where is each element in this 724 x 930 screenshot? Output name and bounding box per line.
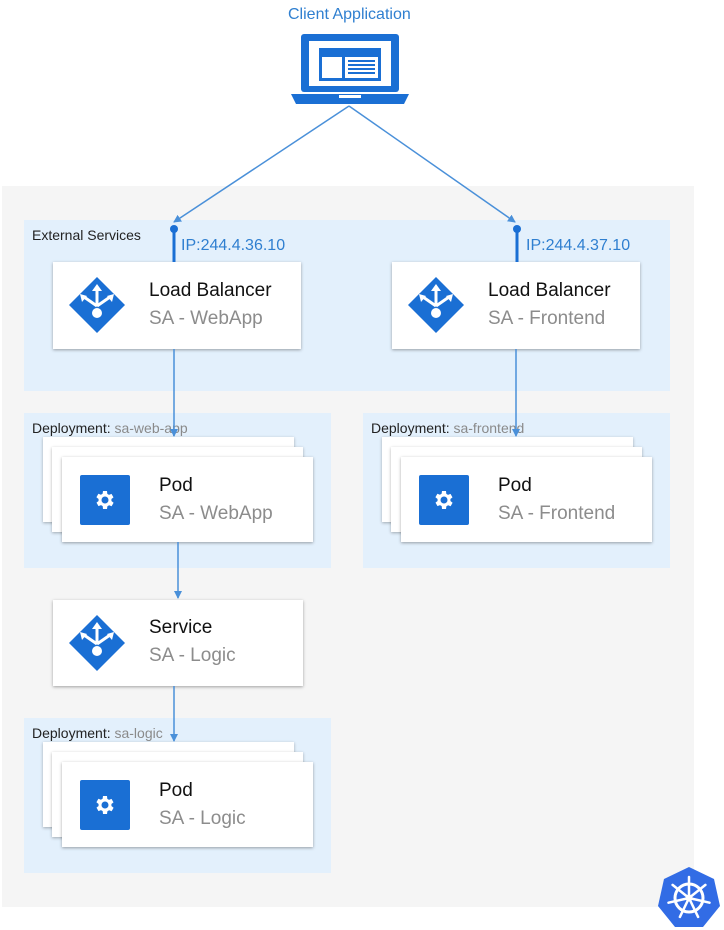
pod-frontend-subtitle: SA - Frontend [498,503,616,524]
pod-frontend-title: Pod [498,475,532,496]
service-logic-title: Service [149,617,213,638]
gear-icon [80,475,130,525]
service-logic-card[interactable]: Service SA - Logic [53,600,303,686]
pod-webapp-title: Pod [159,475,193,496]
ip-endpoint-frontend [513,225,521,262]
deployment-label-logic: Deployment: sa-logic [32,725,163,741]
load-balancer-frontend-title: Load Balancer [488,280,611,301]
pod-frontend-card[interactable]: Pod SA - Frontend [401,457,652,542]
load-balancer-webapp-card[interactable]: Load Balancer SA - WebApp [53,262,301,349]
pod-logic-card[interactable]: Pod SA - Logic [62,762,313,847]
pod-webapp-subtitle: SA - WebApp [159,503,273,524]
load-balancer-webapp-subtitle: SA - WebApp [149,308,263,329]
external-services-label: External Services [32,227,141,243]
load-balancer-frontend-card[interactable]: Load Balancer SA - Frontend [392,262,640,349]
deployment-label-frontend: Deployment: sa-frontend [371,420,525,436]
pod-webapp-card[interactable]: Pod SA - WebApp [62,457,313,542]
load-balancer-webapp-title: Load Balancer [149,280,272,301]
load-balancer-frontend-subtitle: SA - Frontend [488,308,606,329]
arrow-client-to-lb-frontend [348,105,516,223]
pod-logic-title: Pod [159,780,193,801]
service-icon [69,615,125,671]
load-balancer-icon [408,277,464,333]
ip-label-webapp: IP:244.4.36.10 [181,237,286,254]
pod-logic-subtitle: SA - Logic [159,808,246,829]
service-logic-subtitle: SA - Logic [149,645,236,666]
client-application-label: Client Application [288,6,411,23]
gear-icon [419,475,469,525]
laptop-icon [291,34,409,104]
kubernetes-logo-icon [658,867,720,927]
ip-label-frontend: IP:244.4.37.10 [526,237,631,254]
gear-icon [80,780,130,830]
ip-endpoint-webapp [170,225,178,262]
arrow-client-to-lb-webapp [173,105,350,223]
deployment-label-webapp: Deployment: sa-web-app [32,420,188,436]
load-balancer-icon [69,277,125,333]
